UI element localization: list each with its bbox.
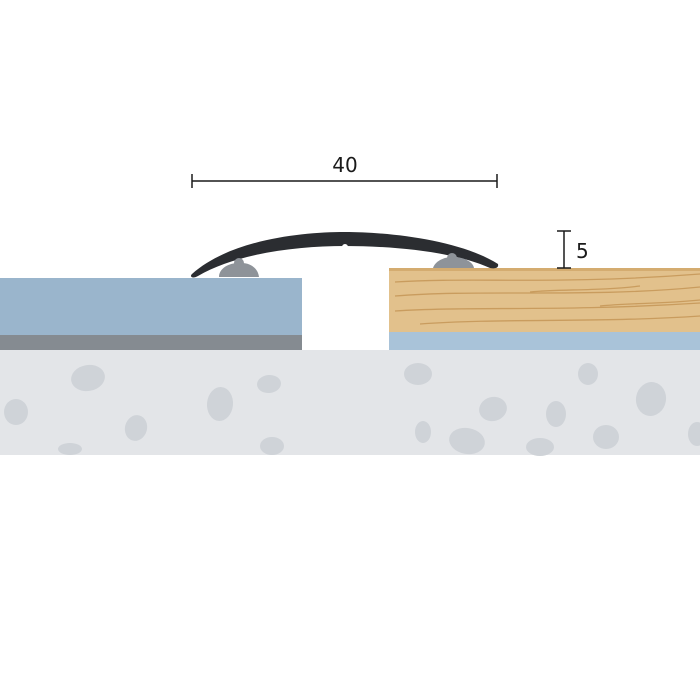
screed-pebble bbox=[206, 387, 234, 421]
profile-body bbox=[190, 232, 499, 278]
width-dimension-label: 40 bbox=[332, 153, 357, 177]
screed-base bbox=[0, 350, 700, 456]
screed-pebble bbox=[578, 363, 598, 385]
left-floor bbox=[0, 278, 302, 350]
transition-profile-icon bbox=[190, 232, 499, 278]
screed-pebble bbox=[593, 425, 619, 449]
screed-pebble bbox=[260, 437, 284, 455]
clip-left bbox=[219, 262, 259, 277]
screed-pebble bbox=[449, 427, 485, 455]
screed-pebble bbox=[415, 421, 431, 443]
right-floor-underlay bbox=[389, 332, 700, 350]
left-floor-surface bbox=[0, 278, 302, 335]
screed-pebble bbox=[479, 396, 507, 422]
screed-pebbles bbox=[4, 363, 700, 456]
width-dimension bbox=[191, 174, 498, 188]
height-dimension-label: 5 bbox=[576, 239, 589, 263]
screed-pebble bbox=[404, 363, 432, 385]
screed-pebble bbox=[635, 382, 667, 416]
profile-center-notch bbox=[342, 244, 348, 250]
wood-grain bbox=[394, 273, 700, 325]
screed-pebble bbox=[546, 401, 566, 427]
clip-right-head bbox=[447, 253, 457, 263]
screed-pebble bbox=[257, 374, 281, 394]
screed-pebble bbox=[124, 415, 148, 441]
screed-pebble bbox=[688, 422, 700, 446]
right-floor bbox=[389, 268, 700, 350]
height-dimension bbox=[557, 230, 571, 269]
fixing-clip-icon bbox=[219, 253, 474, 277]
clip-left-head bbox=[234, 258, 244, 268]
right-floor-top-edge bbox=[389, 268, 700, 271]
screed-pebble bbox=[4, 399, 28, 425]
right-floor-wood bbox=[389, 268, 700, 332]
left-floor-underlay bbox=[0, 335, 302, 350]
screed-pebble bbox=[58, 443, 82, 455]
screed-pebble bbox=[71, 364, 105, 392]
screed-pebble bbox=[526, 438, 554, 456]
